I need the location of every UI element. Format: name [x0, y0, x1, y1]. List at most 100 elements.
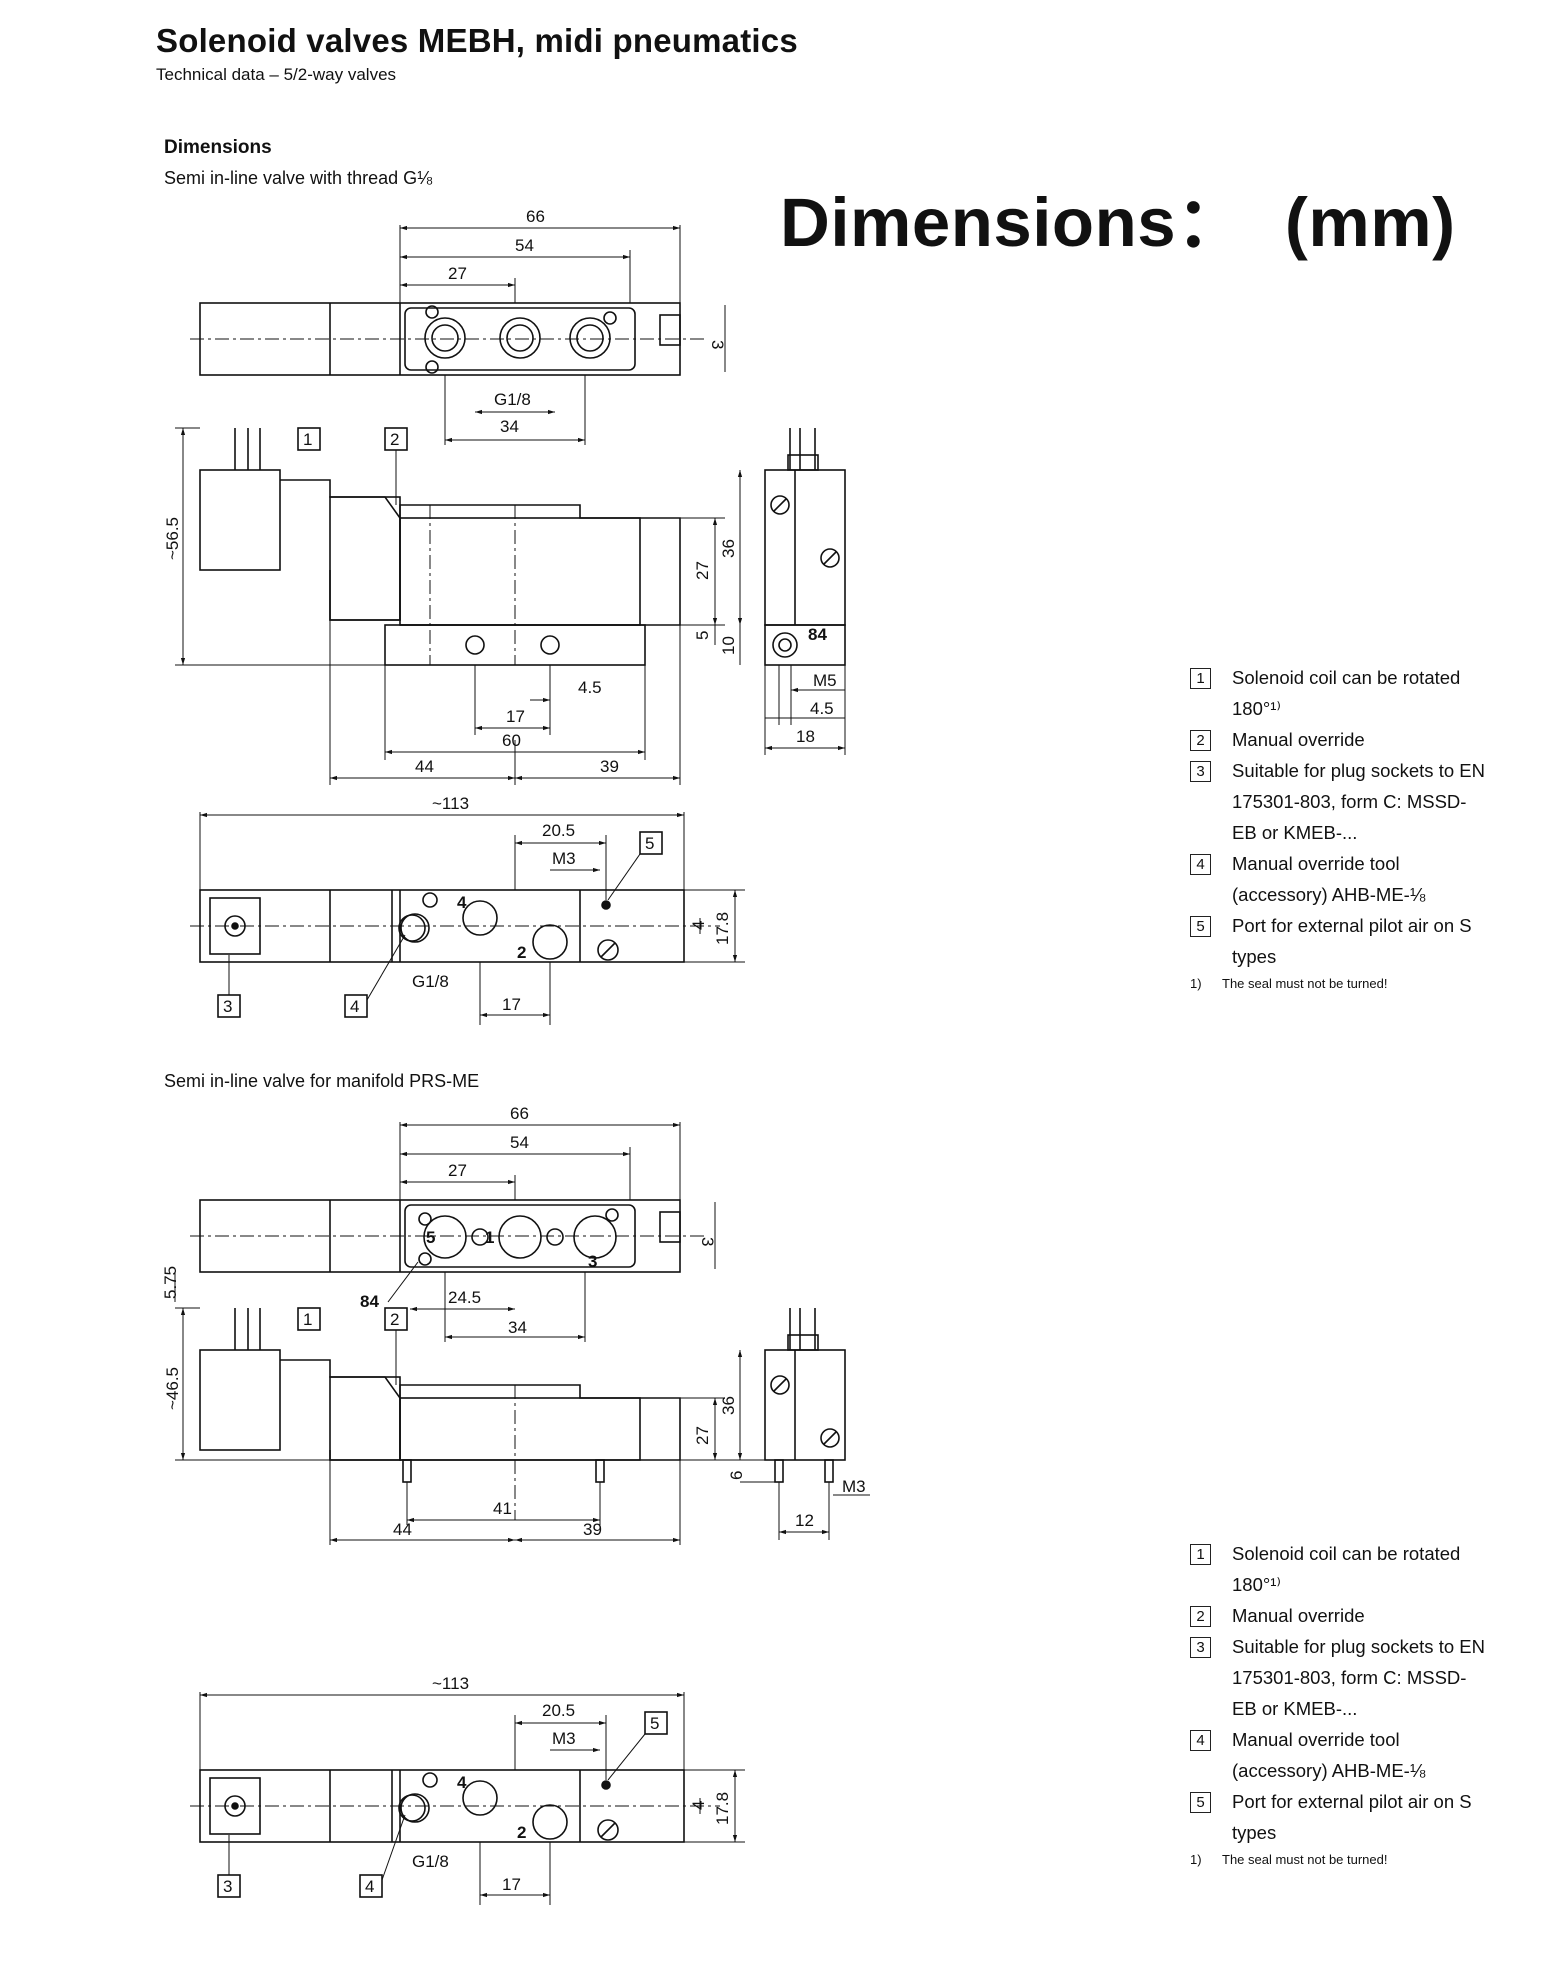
- d1-top-port: G1/8: [494, 390, 531, 409]
- note-item: 4 Manual override tool (accessory) AHB-ME…: [1190, 848, 1490, 910]
- note-item: 1 Solenoid coil can be rotated 180°¹⁾: [1190, 662, 1490, 724]
- drawing2-side-view: 6 M3 12: [727, 1308, 870, 1540]
- d2-front-d36: 36: [719, 1396, 738, 1415]
- d1-bottom-port2: 2: [517, 943, 526, 962]
- note-text: Manual override: [1232, 729, 1365, 750]
- d2-front-callout-2: 2: [390, 1310, 399, 1329]
- note-text: Manual override tool (accessory) AHB-ME-…: [1232, 853, 1426, 905]
- d2-side-d6: 6: [727, 1471, 746, 1480]
- d2-front-d44: 44: [393, 1520, 412, 1539]
- d1-top-d66: 66: [526, 207, 545, 226]
- footnote-text: The seal must not be turned!: [1222, 1852, 1388, 1867]
- note-item: 3 Suitable for plug sockets to EN 175301-…: [1190, 755, 1490, 848]
- d1-top-d54: 54: [515, 236, 534, 255]
- d1-bottom-d113: ~113: [432, 794, 469, 813]
- d2-bottom-d4: 4: [689, 1801, 708, 1810]
- page-subtitle: Technical data – 5/2-way valves: [156, 65, 397, 84]
- footnote-mark: 1): [1190, 976, 1202, 991]
- d1-side-m5: M5: [813, 671, 837, 690]
- d1-front-h565: ~56.5: [163, 517, 182, 560]
- d1-front-d5: 5: [693, 631, 712, 640]
- d2-bottom-callout-5: 5: [650, 1714, 659, 1733]
- d1-front-callout-1: 1: [303, 430, 312, 449]
- drawing1-bottom-view: 4 2 ~113 20.5 M3 5 3 4 G1/8 17 17.8 4: [189, 794, 745, 1025]
- footnote: 1) The seal must not be turned!: [1190, 1848, 1490, 1872]
- d2-bottom-m3: M3: [552, 1729, 576, 1748]
- footnote-mark: 1): [1190, 1852, 1202, 1867]
- note-number: 2: [1190, 1606, 1211, 1627]
- d2-bottom-callout-4: 4: [365, 1877, 374, 1896]
- d1-bottom-d178: 17.8: [713, 912, 732, 945]
- d1-side-d18: 18: [796, 727, 815, 746]
- d1-top-d34: 34: [500, 417, 519, 436]
- note-number: 1: [1190, 1544, 1211, 1565]
- note-number: 4: [1190, 1730, 1211, 1751]
- d1-front-d17: 17: [506, 707, 525, 726]
- d2-top-p1: 1: [485, 1228, 494, 1247]
- d2-bottom-port2: 2: [517, 1823, 526, 1842]
- note-number: 4: [1190, 854, 1211, 875]
- note-item: 1 Solenoid coil can be rotated 180°¹⁾: [1190, 1538, 1490, 1600]
- d1-bottom-callout-3: 3: [223, 997, 232, 1016]
- d2-front-h465: ~46.5: [163, 1367, 182, 1410]
- d2-top-d575: 5.75: [161, 1266, 180, 1299]
- page-title: Solenoid valves MEBH, midi pneumatics: [156, 22, 798, 59]
- dimensions-unit-label: Dimensions： (mm): [780, 184, 1456, 261]
- drawing2-front-view: 1 2 ~46.5 27 36 41 44 39: [163, 1307, 745, 1545]
- d2-bottom-d178: 17.8: [713, 1792, 732, 1825]
- d1-bottom-callout-4: 4: [350, 997, 359, 1016]
- note-text: Suitable for plug sockets to EN 175301-8…: [1232, 760, 1485, 843]
- drawing2-top-view: 5 1 3 66 54 27 3 5.75 84 24.5 34: [161, 1104, 717, 1342]
- footnote-text: The seal must not be turned!: [1222, 976, 1388, 991]
- note-number: 3: [1190, 1637, 1211, 1658]
- d2-top-p3: 3: [588, 1252, 597, 1271]
- note-text: Port for external pilot air on S types: [1232, 915, 1472, 967]
- d1-front-d36: 36: [719, 539, 738, 558]
- d2-side-d12: 12: [795, 1511, 814, 1530]
- note-item: 3 Suitable for plug sockets to EN 175301-…: [1190, 1631, 1490, 1724]
- d1-front-d60: 60: [502, 731, 521, 750]
- d1-front-d44: 44: [415, 757, 434, 776]
- d2-top-p5: 5: [426, 1228, 435, 1247]
- footnote: 1) The seal must not be turned!: [1190, 972, 1490, 996]
- drawing1-top-view: 66 54 27 3 G1/8 34: [189, 207, 727, 445]
- d2-top-d34: 34: [508, 1318, 527, 1337]
- drawing1-caption: Semi in-line valve with thread G⅛: [164, 168, 433, 188]
- note-text: Solenoid coil can be rotated 180°¹⁾: [1232, 667, 1461, 719]
- note-text: Solenoid coil can be rotated 180°¹⁾: [1232, 1543, 1461, 1595]
- d1-top-d3: 3: [708, 340, 727, 349]
- note-text: Suitable for plug sockets to EN 175301-8…: [1232, 1636, 1485, 1719]
- note-item: 5 Port for external pilot air on S types: [1190, 910, 1490, 972]
- d1-bottom-d17: 17: [502, 995, 521, 1014]
- d1-bottom-d4: 4: [689, 921, 708, 930]
- d2-bottom-port4: 4: [457, 1773, 467, 1792]
- d2-bottom-port: G1/8: [412, 1852, 449, 1871]
- note-number: 5: [1190, 1792, 1211, 1813]
- note-text: Manual override tool (accessory) AHB-ME-…: [1232, 1729, 1426, 1781]
- d1-front-callout-2: 2: [390, 430, 399, 449]
- note-number: 1: [1190, 668, 1211, 689]
- d1-side-label84: 84: [808, 625, 827, 644]
- d2-top-d245: 24.5: [448, 1288, 481, 1307]
- note-item: 4 Manual override tool (accessory) AHB-ME…: [1190, 1724, 1490, 1786]
- d2-front-callout-1: 1: [303, 1310, 312, 1329]
- d2-top-d27: 27: [448, 1161, 467, 1180]
- d1-bottom-port: G1/8: [412, 972, 449, 991]
- d2-top-label84: 84: [360, 1292, 379, 1311]
- d1-side-d45: 4.5: [810, 699, 834, 718]
- note-number: 5: [1190, 916, 1211, 937]
- d2-top-d3: 3: [698, 1237, 717, 1246]
- d2-front-d39: 39: [583, 1520, 602, 1539]
- d2-front-d41: 41: [493, 1499, 512, 1518]
- drawing1-side-view: 84 M5 4.5 18: [764, 428, 846, 755]
- drawing2-bottom-view: 4 2 ~113 20.5 M3 5 3 4 G1/8 17 17.8 4: [189, 1674, 745, 1905]
- d1-top-d27: 27: [448, 264, 467, 283]
- note-number: 3: [1190, 761, 1211, 782]
- drawing2-caption: Semi in-line valve for manifold PRS-ME: [164, 1071, 480, 1091]
- d2-side-m3: M3: [842, 1477, 866, 1496]
